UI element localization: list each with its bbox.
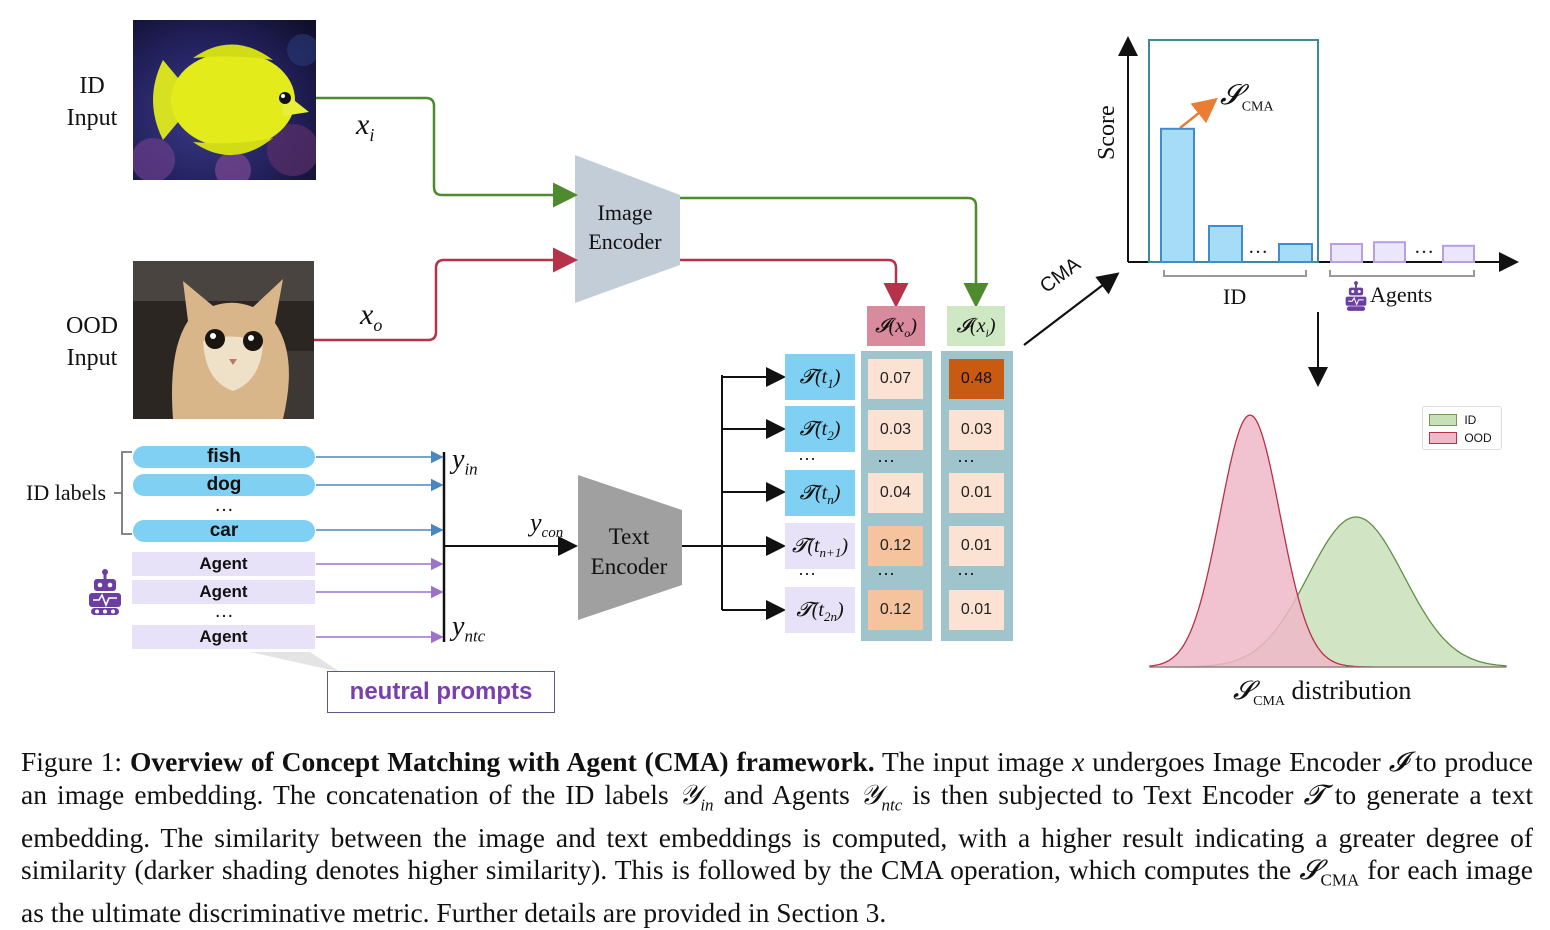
robot-icon [88,568,122,621]
score-axis-label: Score [1094,105,1120,160]
id-labels-group-label: ID labels [26,480,107,505]
similarity-cell: 0.03 [868,410,923,450]
image-embedding-header-id: 𝓘(xi) [947,306,1005,346]
id-score-bar [1208,225,1243,263]
similarity-cell: 0.01 [949,526,1004,566]
cat-image [133,261,314,419]
score-ellipsis: … [1414,236,1434,258]
similarity-cell: 0.01 [949,590,1004,630]
text-embedding-box: 𝓣(t1) [785,354,855,400]
text-embedding-box: 𝓣(tn) [785,470,855,516]
ellipsis: … [214,494,234,516]
distribution-xlabel: 𝓢CMA distribution [1233,676,1412,710]
text-encoder-label: Text Encoder [590,524,668,579]
id-input-label: ID Input [66,73,118,131]
fish-image [133,20,316,180]
score-ellipsis: … [1248,236,1268,258]
ellipsis: ··· [798,563,816,583]
agents-group-label: Agents [1370,282,1433,307]
agent-score-bar [1442,244,1475,264]
agent-score-bar [1330,243,1363,263]
legend-item-id: ID [1429,412,1476,427]
text-embedding-box: 𝓣(t2) [785,406,855,452]
x-o-symbol: xo [360,298,383,335]
similarity-cell: 0.07 [868,359,923,399]
agent-prompt: Agent [132,552,315,576]
ellipsis: ··· [798,448,816,468]
agent-prompt: Agent [132,580,315,604]
ellipsis: ··· [957,450,975,470]
text-embedding-box: 𝓣(t2n) [785,587,855,633]
ellipsis: … [214,600,234,622]
text-encoder-shape [578,475,682,620]
robot-icon [1345,280,1367,317]
distribution-legend: ID OOD [1422,406,1502,450]
agent-score-bar [1373,241,1406,263]
ellipsis: ··· [877,450,895,470]
similarity-cell: 0.03 [949,410,1004,450]
image-encoder-label: Image Encoder [588,200,662,254]
y-con-symbol: ycon [530,508,564,542]
id-label-pill: car [133,520,315,542]
similarity-cell: 0.12 [868,590,923,630]
image-encoder-shape [575,155,680,303]
text-embedding-box: 𝓣(tn+1) [785,523,855,569]
ellipsis: ··· [957,563,975,583]
similarity-cell: 0.48 [949,359,1004,399]
y-ntc-symbol: yntc [452,611,486,646]
similarity-cell: 0.01 [949,473,1004,513]
id-label-pill: fish [133,446,315,468]
s-cma-label: 𝓢CMA [1220,80,1274,115]
id-score-bar [1160,127,1195,263]
ellipsis: ··· [877,563,895,583]
id-label-pill: dog [133,474,315,496]
similarity-cell: 0.04 [868,473,923,513]
id-group-label: ID [1223,284,1247,309]
y-in-symbol: yin [452,444,478,479]
legend-item-ood: OOD [1429,430,1492,445]
similarity-cell: 0.12 [868,526,923,566]
agent-prompt: Agent [132,625,315,649]
figure: ID Input OOD Input [26,20,1519,713]
neutral-prompts-box: neutral prompts [327,671,555,713]
x-i-symbol: xi [356,108,375,145]
id-score-bar [1278,243,1313,263]
figure-caption: Figure 1: Overview of Concept Matching w… [21,746,1533,928]
ood-input-label: OOD Input [66,313,118,371]
image-embedding-header-ood: 𝓘(xo) [867,306,925,346]
